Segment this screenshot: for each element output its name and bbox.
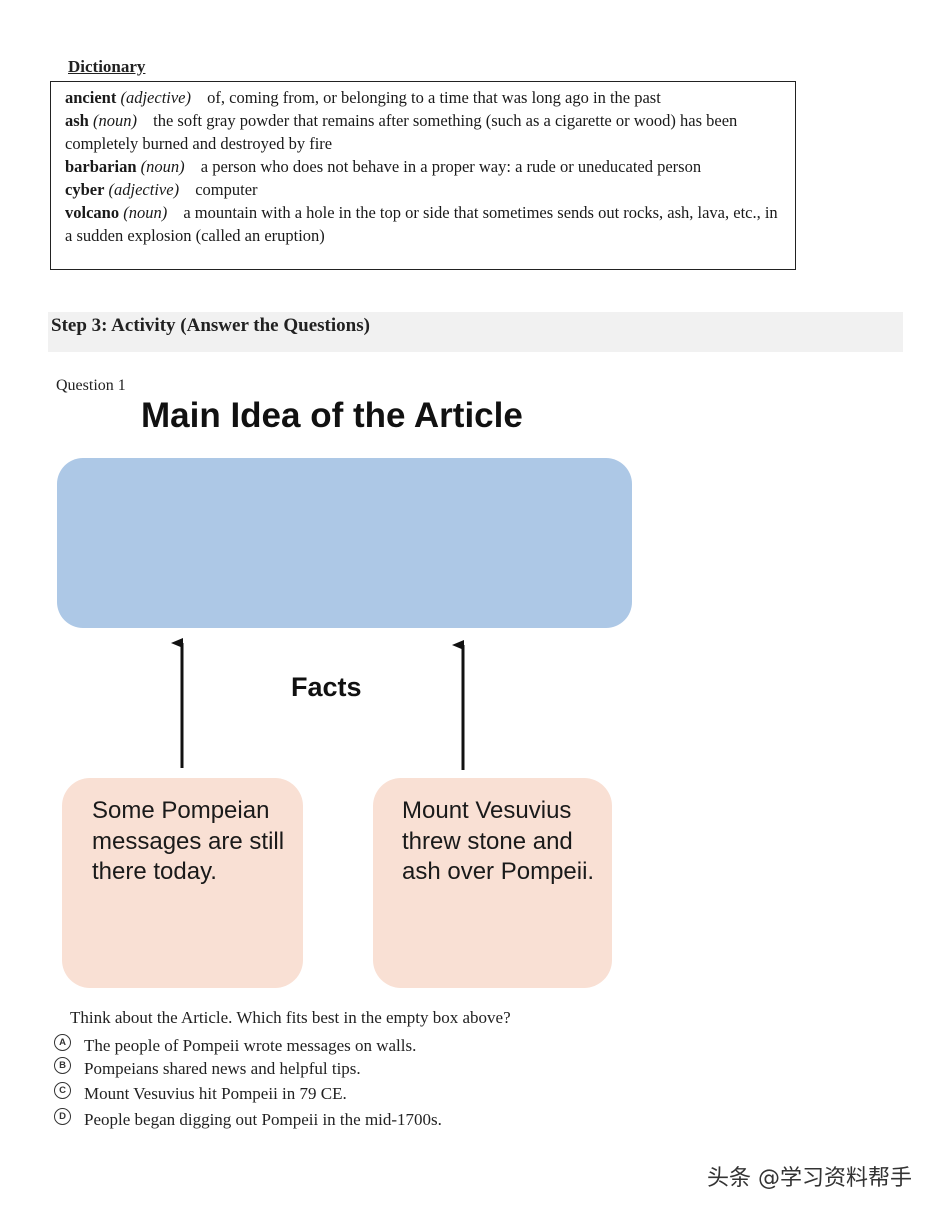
dictionary-definition: of, coming from, or belonging to a time … [207, 88, 661, 107]
dictionary-box: ancient (adjective) of, coming from, or … [50, 81, 796, 270]
dictionary-part-of-speech: (noun) [140, 157, 185, 176]
option-bubble[interactable]: D [54, 1107, 71, 1125]
dictionary-definition: the soft gray powder that remains after … [65, 111, 738, 153]
option-text: People began digging out Pompeii in the … [84, 1110, 442, 1129]
dictionary-entry-cyber: cyber (adjective) computer [65, 178, 785, 201]
question-prompt: Think about the Article. Which fits best… [70, 1008, 511, 1027]
option-bubble[interactable]: C [54, 1081, 71, 1099]
diagram-title: Main Idea of the Article [141, 396, 523, 435]
question-label: Question 1 [56, 377, 126, 394]
step-banner: Step 3: Activity (Answer the Questions) [48, 312, 903, 352]
option-text: The people of Pompeii wrote messages on … [84, 1036, 417, 1055]
fact-box-1: Some Pompeian messages are still there t… [62, 778, 303, 988]
dictionary-definition: a person who does not behave in a proper… [200, 157, 702, 176]
dictionary-word: ancient [65, 88, 117, 107]
answer-option-a[interactable]: A The people of Pompeii wrote messages o… [54, 1033, 417, 1056]
dictionary-part-of-speech: (noun) [92, 111, 137, 130]
watermark: 头条 @学习资料帮手 [707, 1166, 912, 1191]
dictionary-entry-ancient: ancient (adjective) of, coming from, or … [65, 86, 785, 109]
dictionary-part-of-speech: (adjective) [108, 180, 180, 199]
answer-option-d[interactable]: D People began digging out Pompeii in th… [54, 1107, 442, 1130]
main-idea-box [57, 458, 632, 628]
option-bubble[interactable]: A [54, 1033, 71, 1051]
option-bubble[interactable]: B [54, 1056, 71, 1074]
dictionary-word: ash [65, 111, 89, 130]
dictionary-word: barbarian [65, 157, 137, 176]
dictionary-definition: a mountain with a hole in the top or sid… [65, 203, 778, 245]
facts-label: Facts [291, 672, 362, 702]
fact-box-2: Mount Vesuvius threw stone and ash over … [373, 778, 612, 988]
dictionary-part-of-speech: (noun) [123, 203, 168, 222]
answer-option-c[interactable]: C Mount Vesuvius hit Pompeii in 79 CE. [54, 1081, 347, 1104]
dictionary-word: cyber [65, 180, 105, 199]
dictionary-entry-barbarian: barbarian (noun) a person who does not b… [65, 155, 785, 178]
option-text: Mount Vesuvius hit Pompeii in 79 CE. [84, 1084, 347, 1103]
dictionary-entry-ash: ash (noun) the soft gray powder that rem… [65, 109, 785, 155]
dictionary-entry-volcano: volcano (noun) a mountain with a hole in… [65, 201, 785, 247]
dictionary-heading: Dictionary [68, 57, 146, 76]
answer-option-b[interactable]: B Pompeians shared news and helpful tips… [54, 1056, 361, 1079]
dictionary-part-of-speech: (adjective) [120, 88, 192, 107]
option-text: Pompeians shared news and helpful tips. [84, 1059, 361, 1078]
dictionary-definition: computer [195, 180, 258, 199]
dictionary-word: volcano [65, 203, 120, 222]
